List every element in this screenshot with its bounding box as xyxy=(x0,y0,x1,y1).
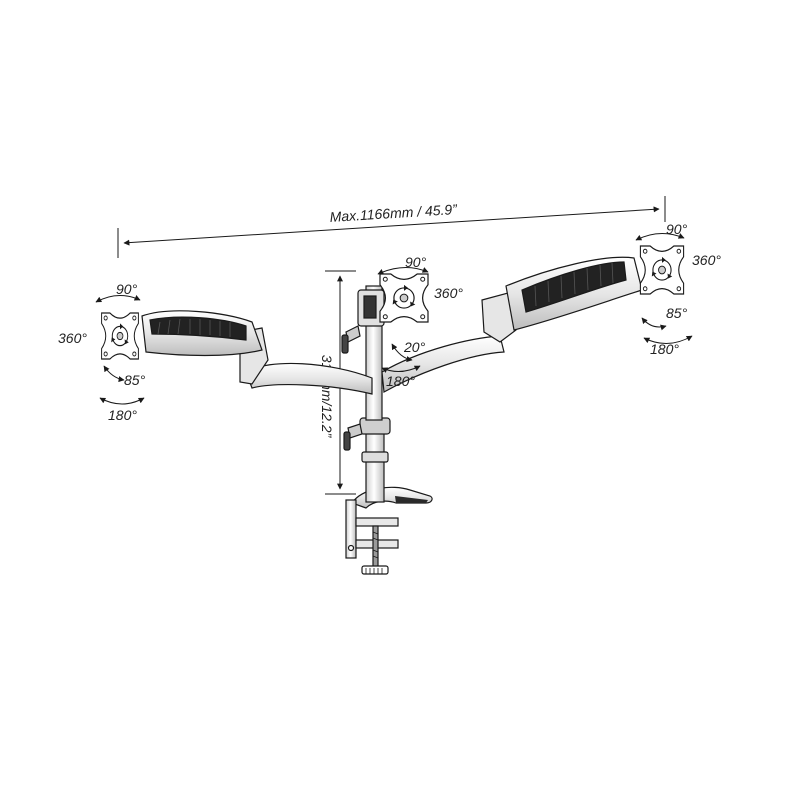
width-dimension-label: Max.1166mm / 45.9” xyxy=(329,201,458,225)
right-swivel-arrow-icon xyxy=(641,317,667,331)
rotation-arrow-icon xyxy=(111,337,116,343)
right-arm-lower-link xyxy=(381,335,505,393)
center-head-mount xyxy=(357,289,385,327)
center-arm-swing-arrow-icon xyxy=(381,365,421,373)
width-dimension: Max.1166mm / 45.9” xyxy=(117,196,666,258)
rotation-hub-icon xyxy=(658,265,666,275)
vesa-screw-hole-icon xyxy=(420,314,426,320)
center-pole xyxy=(341,285,391,503)
clamp-arm-upper xyxy=(355,517,399,527)
center-rotate-label: 360° xyxy=(434,285,463,301)
clamp-plate-back xyxy=(345,499,357,559)
left-head-labels: 90° 360° 85° 180° xyxy=(58,281,146,423)
clamp-hole-icon xyxy=(347,544,355,552)
right-tilt-label: 90° xyxy=(666,221,688,237)
height-adjust-knob-lower[interactable] xyxy=(343,423,363,451)
right-arm-cover xyxy=(521,261,627,313)
motion-arrows xyxy=(95,233,693,405)
rotation-ring-icon xyxy=(652,259,672,281)
left-rotate-label: 360° xyxy=(58,330,87,346)
height-adjust-knob-upper[interactable] xyxy=(341,325,361,354)
rotation-arrow-icon xyxy=(120,323,124,330)
center-tilt-arrow-icon xyxy=(377,267,429,275)
center-vesa-plate xyxy=(379,273,429,323)
pole-collar-lower xyxy=(361,451,389,463)
center-head-labels: 90° 360° 20° 180° xyxy=(386,254,463,389)
vesa-screw-hole-icon xyxy=(420,276,426,282)
vesa-screw-hole-icon xyxy=(676,286,682,292)
base-foot-shadow xyxy=(395,496,428,503)
vesa-screw-hole-icon xyxy=(103,351,108,357)
center-arm-angle-label: 20° xyxy=(403,339,426,355)
right-arm xyxy=(381,256,643,393)
vesa-screw-hole-icon xyxy=(382,314,388,320)
rotation-arrow-icon xyxy=(392,299,398,305)
vesa-screw-hole-icon xyxy=(642,248,648,254)
vesa-screw-hole-icon xyxy=(382,276,388,282)
left-vesa-plate xyxy=(101,312,139,360)
rotation-arrow-icon xyxy=(124,339,129,345)
desk-clamp xyxy=(345,486,433,575)
left-tilt-label: 90° xyxy=(116,281,138,297)
right-swivel-label: 85° xyxy=(666,305,688,321)
rotation-arrow-icon xyxy=(404,284,408,291)
rotation-arrow-icon xyxy=(662,256,666,263)
left-tilt-arrow-icon xyxy=(95,295,141,303)
vesa-screw-hole-icon xyxy=(642,286,648,292)
rotation-arrow-icon xyxy=(667,273,673,279)
center-tilt-label: 90° xyxy=(405,254,427,270)
vesa-screw-hole-icon xyxy=(103,315,108,321)
right-pan-arrow-icon xyxy=(643,335,693,344)
left-swivel-label: 85° xyxy=(124,372,146,388)
left-arm-lower-link xyxy=(245,362,373,395)
base-foot xyxy=(351,486,433,509)
rotation-hub-icon xyxy=(399,293,409,303)
vesa-screw-hole-icon xyxy=(132,351,137,357)
left-arm-cover xyxy=(149,316,247,341)
left-pan-label: 180° xyxy=(108,407,137,423)
rotation-hub-icon xyxy=(116,331,124,341)
rotation-arrow-icon xyxy=(651,271,657,277)
left-pan-arrow-icon xyxy=(99,397,145,405)
vesa-screw-hole-icon xyxy=(676,248,682,254)
left-arm xyxy=(141,310,373,395)
rotation-arrow-icon xyxy=(410,301,416,307)
right-head-labels: 90° 360° 85° 180° xyxy=(650,221,721,357)
right-rotate-label: 360° xyxy=(692,252,721,268)
center-arm-swing-label: 180° xyxy=(386,373,415,389)
right-tilt-arrow-icon xyxy=(635,233,685,241)
clamp-pad xyxy=(361,565,389,575)
right-pan-label: 180° xyxy=(650,341,679,357)
width-dimension-line xyxy=(123,206,660,246)
center-arm-angle-arrow-icon xyxy=(391,343,413,363)
left-swivel-arrow-icon xyxy=(103,365,125,383)
right-vesa-plate xyxy=(639,245,685,295)
vesa-screw-hole-icon xyxy=(132,315,137,321)
